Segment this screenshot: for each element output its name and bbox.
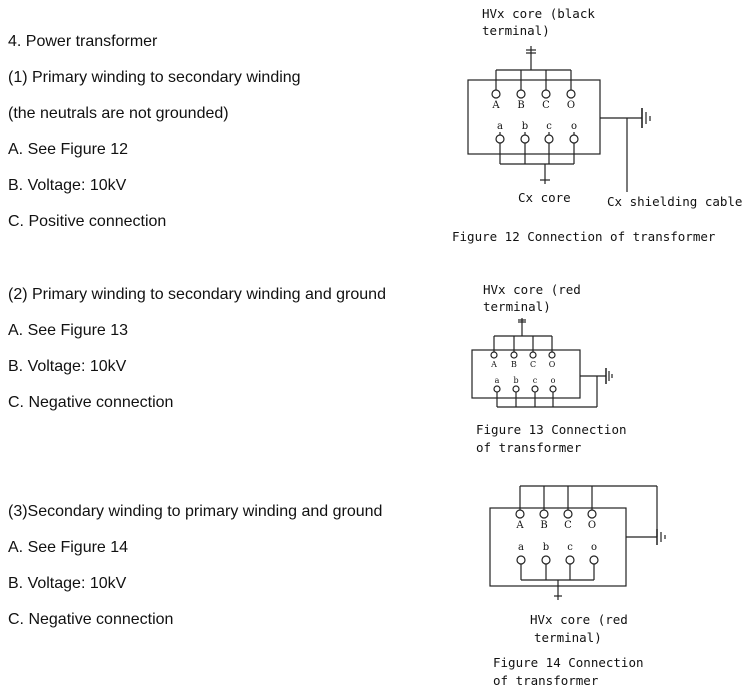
fig12-transformer-box: [467, 79, 601, 155]
fig12-hv-label-line1: HVx core (black: [482, 6, 595, 21]
fig12-hv-label-line2: terminal): [482, 23, 550, 38]
fig14-term-o: o: [590, 542, 598, 553]
fig12-term-O: O: [566, 100, 576, 111]
fig13-hv-label-line1: HVx core (red: [483, 282, 581, 297]
section3-item-b: B. Voltage: 10kV: [8, 575, 127, 592]
fig12-term-C: C: [542, 100, 550, 111]
section2-item-b: B. Voltage: 10kV: [8, 358, 127, 375]
section3-item-c: C. Negative connection: [8, 611, 174, 628]
section1-title: (1) Primary winding to secondary winding: [8, 69, 301, 86]
fig14-term-A: A: [516, 520, 524, 531]
fig12-term-A: A: [492, 100, 500, 111]
section1-item-b: B. Voltage: 10kV: [8, 177, 127, 194]
fig14-transformer-box: [489, 507, 627, 587]
section1-note: (the neutrals are not grounded): [8, 105, 229, 122]
fig14-term-c: c: [567, 542, 573, 553]
fig14-term-a: a: [518, 542, 524, 553]
section2-item-a: A. See Figure 13: [8, 322, 129, 339]
fig13-transformer-box: [471, 349, 581, 399]
fig12-term-B: B: [517, 100, 525, 111]
section-heading: 4. Power transformer: [8, 33, 158, 50]
fig12-cx-core-label: Cx core: [518, 190, 571, 205]
section1-item-a: A. See Figure 12: [8, 141, 129, 158]
fig13-term-c: c: [532, 376, 538, 385]
fig14-caption-line1: Figure 14 Connection: [493, 655, 644, 670]
fig13-caption-line2: of transformer: [476, 440, 582, 455]
fig14-hv-label-line1: HVx core (red: [530, 612, 628, 627]
section1-item-c: C. Positive connection: [8, 213, 167, 230]
fig12-caption: Figure 12 Connection of transformer: [452, 229, 716, 244]
fig14-caption-line2: of transformer: [493, 673, 599, 688]
fig13-term-a: a: [494, 376, 500, 385]
fig13-term-A: A: [491, 360, 497, 369]
section3-title: (3)Secondary winding to primary winding …: [8, 503, 383, 520]
fig13-caption-line1: Figure 13 Connection: [476, 422, 627, 437]
fig13-term-b: b: [513, 376, 519, 385]
fig12-term-c: c: [546, 121, 552, 132]
fig12-cx-shield-label: Cx shielding cable: [607, 194, 743, 209]
fig12-term-a: a: [497, 121, 503, 132]
fig14-term-C: C: [564, 520, 572, 531]
fig13-hv-label-line2: terminal): [483, 299, 551, 314]
fig14-term-O: O: [587, 520, 597, 531]
fig12-term-b: b: [521, 121, 529, 132]
fig14-term-B: B: [540, 520, 548, 531]
section2-item-c: C. Negative connection: [8, 394, 174, 411]
fig13-term-B: B: [511, 360, 517, 369]
section2-title: (2) Primary winding to secondary winding…: [8, 286, 386, 303]
fig14-term-b: b: [542, 542, 550, 553]
fig13-term-O: O: [548, 360, 556, 369]
fig14-hv-label-line2: terminal): [534, 630, 602, 645]
fig13-term-C: C: [529, 360, 537, 369]
fig12-term-o: o: [570, 121, 578, 132]
section3-item-a: A. See Figure 14: [8, 539, 129, 556]
fig13-term-o: o: [550, 376, 556, 385]
